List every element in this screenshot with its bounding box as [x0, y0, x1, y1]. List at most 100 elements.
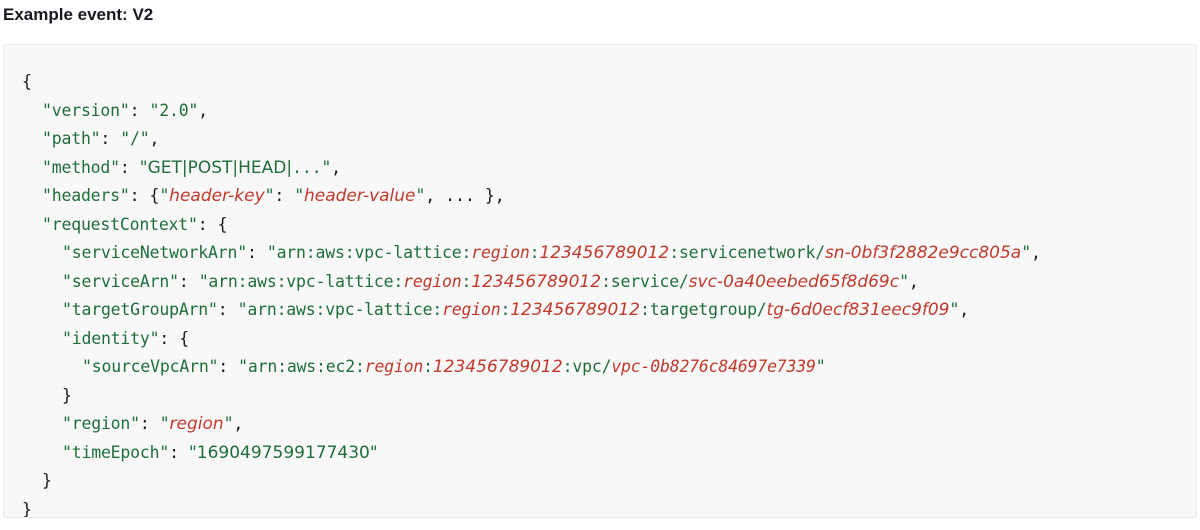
json-value: "1690497599177430" [188, 442, 378, 463]
placeholder-id: sn-0bf3f2882e9cc805a [824, 243, 1022, 263]
punctuation: , [1030, 243, 1041, 262]
json-key: "timeEpoch" [62, 442, 170, 462]
placeholder-region: region [364, 357, 424, 376]
code-block: { "version": "2.0", "path": "/", "method… [3, 44, 1197, 518]
close-brace: } [62, 385, 72, 405]
placeholder-region: region [403, 271, 462, 291]
colon: : [500, 300, 511, 319]
placeholder-id: vpc-0b8276c84697e7339 [611, 357, 816, 376]
placeholder-region: region [169, 414, 224, 434]
quote: " [223, 414, 234, 433]
placeholder-account: 123456789012 [539, 243, 670, 263]
json-key: "targetGroupArn" [62, 300, 218, 319]
punctuation: : [100, 129, 121, 148]
code-line: "identity": { [22, 324, 1041, 353]
code-line: { [22, 67, 1041, 96]
code-line: "method": "GET|POST|HEAD|...", [22, 153, 1041, 182]
punctuation: , [908, 271, 919, 291]
json-key: "sourceVpcArn" [82, 357, 219, 376]
json-key: "headers" [42, 186, 130, 205]
colon: : [461, 271, 472, 291]
code-content: { "version": "2.0", "path": "/", "method… [22, 67, 1041, 518]
code-line: "targetGroupArn": "arn:aws:vpc-lattice:r… [22, 295, 1041, 324]
arn-type: :service/ [601, 271, 689, 291]
arn-type: :targetgroup/ [640, 300, 767, 319]
punctuation: , [425, 186, 446, 205]
punctuation: , [233, 414, 244, 433]
code-line: "sourceVpcArn": "arn:aws:ec2:region:1234… [22, 352, 1041, 381]
json-key: "serviceNetworkArn" [62, 243, 247, 262]
ellipsis: ... [445, 186, 475, 205]
punctuation: : [218, 357, 239, 376]
arn-type: :vpc/ [562, 357, 612, 376]
json-value-ellipsis: ..." [292, 157, 332, 177]
colon: : [423, 357, 433, 376]
quote: " [899, 271, 909, 291]
punctuation: : { [197, 214, 228, 234]
code-line: } [22, 466, 1041, 495]
placeholder-id: svc-0a40eebed65f8d69c [688, 271, 900, 292]
close-brace: } [42, 471, 52, 490]
json-key: "identity" [62, 328, 160, 348]
placeholder-account: 123456789012 [432, 357, 563, 377]
quote: " [159, 414, 170, 433]
json-key: "method" [42, 157, 120, 177]
json-key: "requestContext" [42, 214, 198, 234]
punctuation: }, [474, 186, 505, 205]
json-key: "path" [42, 129, 101, 148]
quote: " [815, 357, 826, 376]
quote: " [415, 186, 426, 205]
code-line: "path": "/", [22, 124, 1041, 153]
code-line: "headers": {"header-key": "header-value"… [22, 181, 1041, 210]
punctuation: : [139, 414, 160, 433]
example-heading: Example event: V2 [3, 5, 154, 24]
punctuation: : [274, 186, 295, 205]
colon: : [529, 243, 540, 262]
code-line: } [22, 495, 1041, 518]
punctuation: : [129, 100, 150, 120]
code-line: "region": "region", [22, 409, 1041, 438]
punctuation: , [331, 157, 341, 177]
arn-prefix: "arn:aws:ec2: [238, 357, 365, 376]
punctuation: : [169, 442, 189, 462]
placeholder-region: region [471, 243, 530, 262]
placeholder-id: tg-6d0ecf831eec9f09 [766, 300, 950, 320]
punctuation: : [178, 271, 199, 291]
open-brace: { [22, 72, 32, 91]
quote: " [294, 186, 304, 205]
arn-prefix: "arn:aws:vpc-lattice: [237, 300, 443, 319]
punctuation: , [198, 100, 209, 120]
arn-prefix: "arn:aws:vpc-lattice: [266, 243, 472, 262]
json-key: "serviceArn" [62, 271, 179, 291]
arn-type: :servicenetwork/ [669, 243, 825, 262]
json-key: "version" [42, 100, 130, 120]
close-brace: } [22, 499, 32, 518]
json-value: "GET|POST|HEAD| [139, 157, 293, 178]
code-line: "version": "2.0", [22, 96, 1041, 125]
punctuation: : { [159, 328, 190, 348]
punctuation: , [149, 129, 160, 148]
code-line: "requestContext": { [22, 210, 1041, 239]
punctuation: , [959, 300, 970, 319]
code-line: "serviceNetworkArn": "arn:aws:vpc-lattic… [22, 238, 1041, 267]
json-value: "/" [120, 129, 150, 148]
placeholder-region: region [442, 300, 501, 319]
punctuation: : { [129, 186, 160, 205]
quote: " [159, 186, 170, 205]
quote: " [264, 186, 275, 205]
placeholder-account: 123456789012 [471, 271, 602, 292]
punctuation: : [246, 243, 267, 262]
placeholder-account: 123456789012 [510, 300, 640, 320]
code-line: "serviceArn": "arn:aws:vpc-lattice:regio… [22, 267, 1041, 296]
placeholder-key: header-key [169, 186, 265, 206]
json-key: "region" [62, 414, 140, 433]
quote: " [1021, 243, 1031, 262]
punctuation: : [119, 157, 140, 177]
code-line: "timeEpoch": "1690497599177430" [22, 438, 1041, 467]
quote: " [949, 300, 960, 319]
arn-prefix: "arn:aws:vpc-lattice: [198, 271, 404, 291]
placeholder-value: header-value [303, 186, 416, 206]
punctuation: : [217, 300, 238, 319]
json-value: "2.0" [149, 100, 199, 120]
code-line: } [22, 381, 1041, 410]
